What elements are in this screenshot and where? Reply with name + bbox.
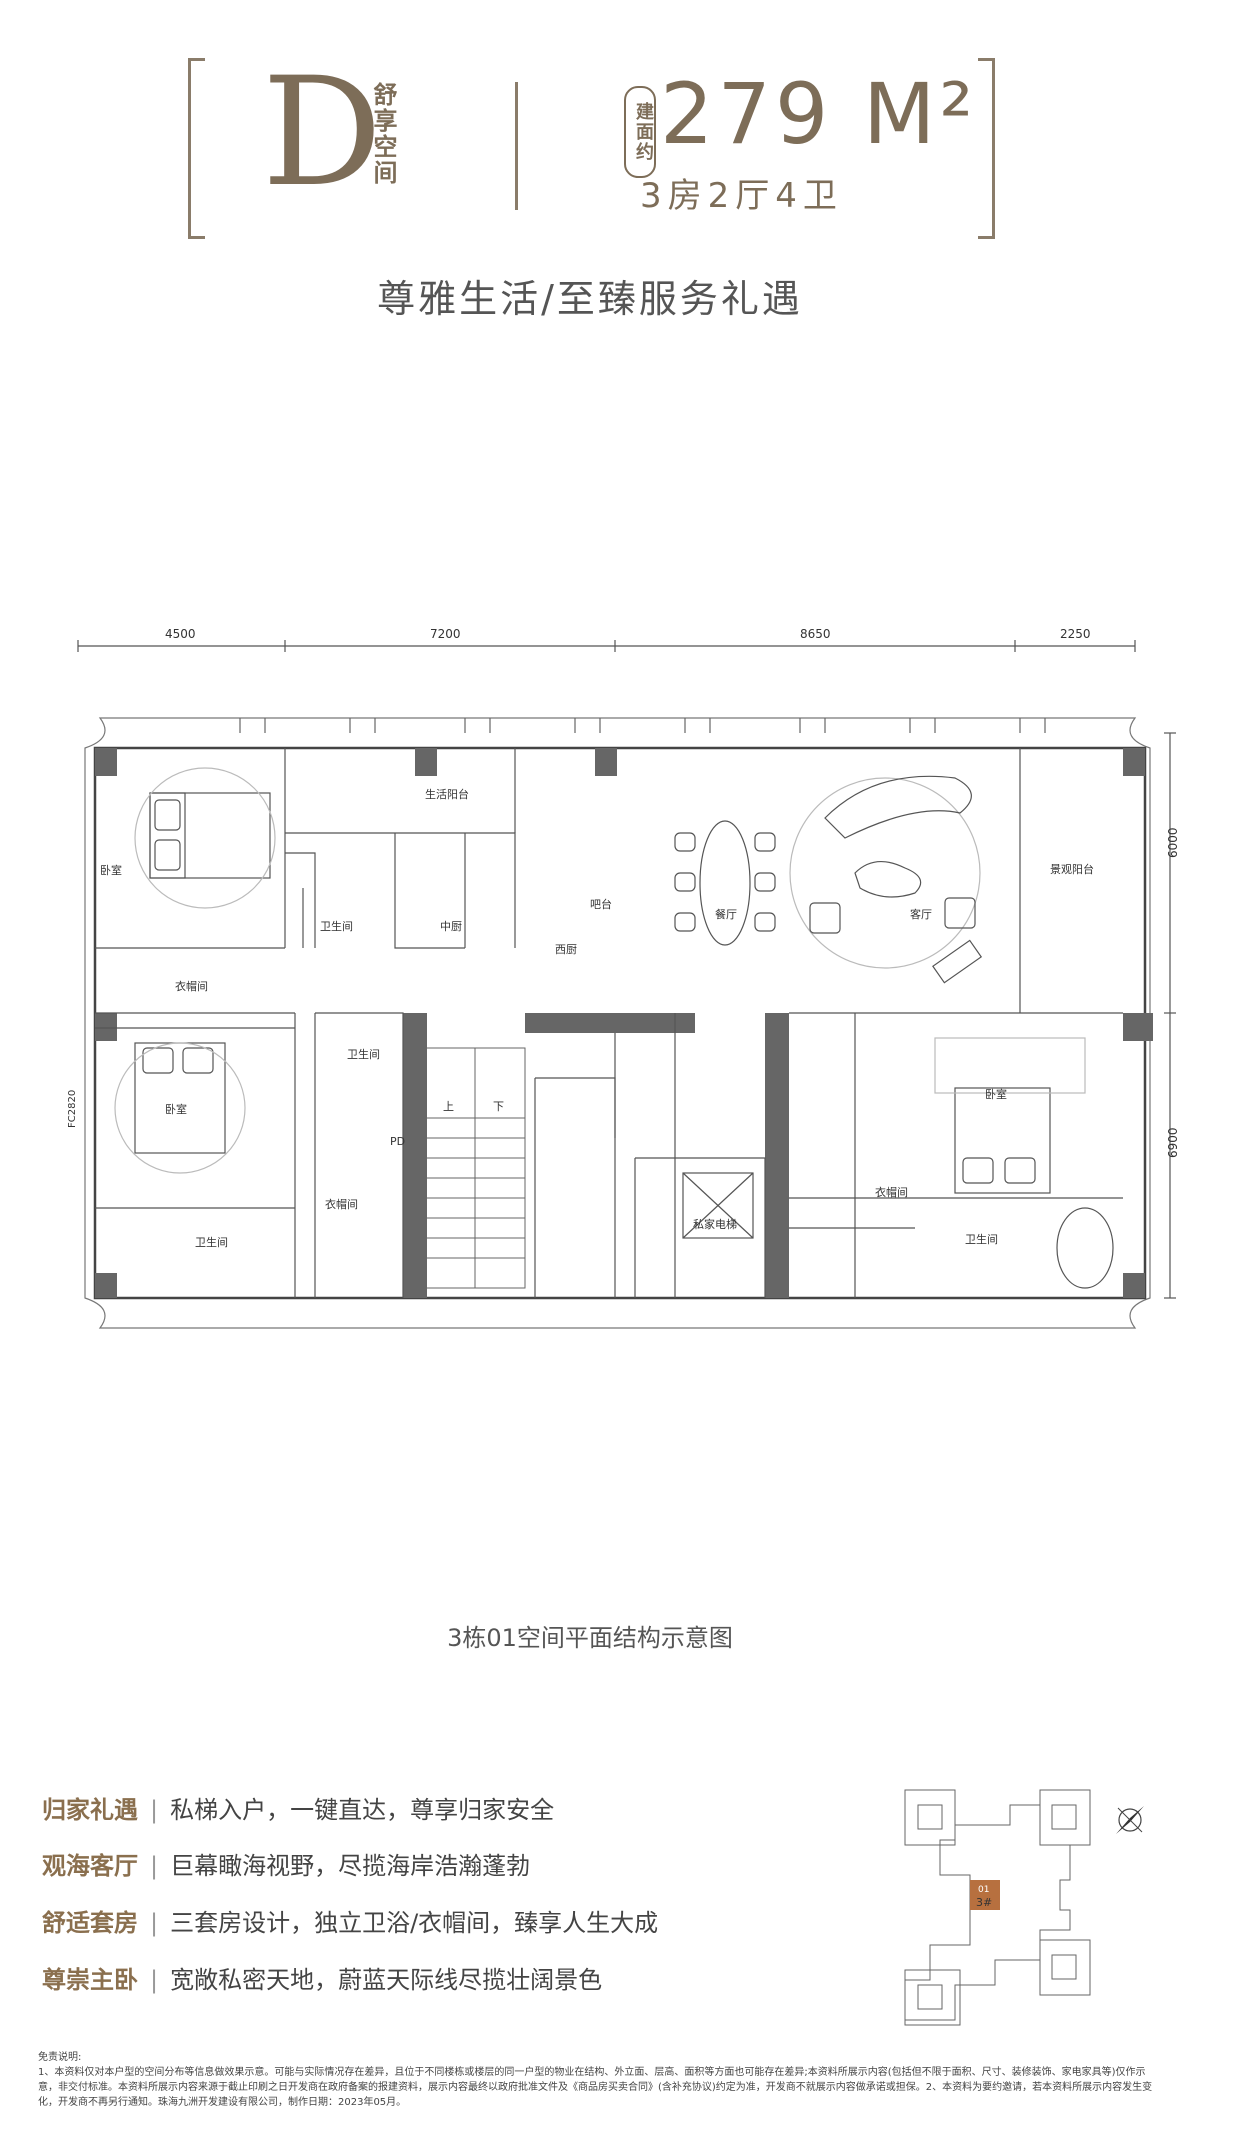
label-bedroom-nw: 卧室	[100, 863, 122, 877]
dim-top-2: 7200	[430, 627, 461, 641]
bed-nw	[134, 767, 276, 909]
staircase	[424, 1047, 526, 1289]
living-sofa	[789, 775, 983, 984]
key-plan-building: 3#	[976, 1896, 992, 1909]
floor-plan: 卧室 生活阳台 卫生间 中厨 西厨 吧台 餐厅 客厅 景观阳台 衣帽间 卫生间 …	[67, 627, 1180, 1329]
label-closet-2: 衣帽间	[325, 1197, 358, 1211]
label-bedroom-w: 卧室	[165, 1102, 187, 1116]
feature-key: 观海客厅	[42, 1852, 138, 1880]
feature-value: 三套房设计，独立卫浴/衣帽间，臻享人生大成	[170, 1909, 659, 1937]
feature-row-3: 舒适套房|三套房设计，独立卫浴/衣帽间，臻享人生大成	[42, 1909, 659, 1937]
header-bracket-left	[188, 58, 205, 239]
elevator-shaft	[682, 1172, 754, 1239]
label-elevator: 私家电梯	[693, 1217, 737, 1231]
room-count: 3房2厅4卫	[640, 176, 843, 216]
area-value: 279 M²	[660, 65, 978, 163]
feature-value: 巨幕瞰海视野，尽揽海岸浩瀚蓬勃	[170, 1852, 531, 1880]
label-stair-down: 下	[493, 1100, 504, 1113]
label-kitchen-west: 西厨	[555, 943, 577, 956]
feature-key: 舒适套房	[42, 1909, 138, 1937]
bed-master	[934, 1037, 1086, 1194]
feature-row-4: 尊崇主卧|宽敞私密天地，蔚蓝天际线尽揽壮阔景色	[42, 1966, 603, 1994]
dining-table	[674, 820, 776, 946]
label-living: 客厅	[910, 907, 932, 921]
dim-left-label: FC2820	[67, 1090, 78, 1128]
feature-value: 宽敞私密天地，蔚蓝天际线尽揽壮阔景色	[170, 1966, 603, 1994]
label-closet-master: 衣帽间	[875, 1185, 908, 1199]
dim-top-3: 8650	[800, 627, 831, 641]
feature-key: 归家礼遇	[42, 1796, 138, 1824]
type-subtitle: 舒享空间	[369, 82, 397, 186]
label-bath-2: 卫生间	[347, 1047, 380, 1061]
bed-w	[114, 1042, 246, 1174]
feature-row-2: 观海客厅|巨幕瞰海视野，尽揽海岸浩瀚蓬勃	[42, 1852, 531, 1880]
key-plan: 01 3#	[904, 1789, 1144, 2026]
label-bath-master: 卫生间	[965, 1232, 998, 1246]
feature-row-1: 归家礼遇|私梯入户，一键直达，尊享归家安全	[42, 1796, 555, 1824]
label-balcony-view: 景观阳台	[1050, 862, 1094, 876]
compass-icon	[1116, 1806, 1144, 1834]
label-bath-3: 卫生间	[195, 1235, 228, 1249]
label-bar: 吧台	[590, 897, 612, 911]
area-label: 建面约	[624, 86, 656, 178]
plan-caption: 3栋01空间平面结构示意图	[447, 1624, 733, 1652]
key-plan-unit: 01	[978, 1885, 989, 1895]
key-plan-unit-highlight	[970, 1880, 1000, 1910]
dim-top-4: 2250	[1060, 627, 1091, 641]
label-pd: PD	[390, 1135, 405, 1148]
dim-right-1: 6000	[1166, 827, 1180, 858]
dim-right-2: 6900	[1166, 1127, 1180, 1158]
bathtub	[1056, 1207, 1114, 1289]
feature-key: 尊崇主卧	[42, 1966, 138, 1994]
feature-value: 私梯入户，一键直达，尊享归家安全	[170, 1796, 555, 1824]
label-balcony-service: 生活阳台	[425, 787, 469, 801]
dim-top-1: 4500	[165, 627, 196, 641]
label-closet-1: 衣帽间	[175, 979, 208, 993]
label-stair-up: 上	[443, 1100, 454, 1113]
label-kitchen-mid: 中厨	[440, 920, 462, 933]
label-dining: 餐厅	[715, 907, 737, 921]
building-envelope	[84, 717, 1151, 1329]
label-bedroom-master: 卧室	[985, 1087, 1007, 1101]
tagline: 尊雅生活/至臻服务礼遇	[377, 277, 803, 321]
type-letter: D	[262, 46, 383, 220]
disclaimer: 免责说明: 1、本资料仅对本户型的空间分布等信息做效果示意。可能与实际情况存在差…	[38, 2052, 1153, 2108]
label-bath-1: 卫生间	[320, 919, 353, 933]
header-bracket-right	[978, 58, 995, 239]
header-divider	[515, 82, 518, 210]
